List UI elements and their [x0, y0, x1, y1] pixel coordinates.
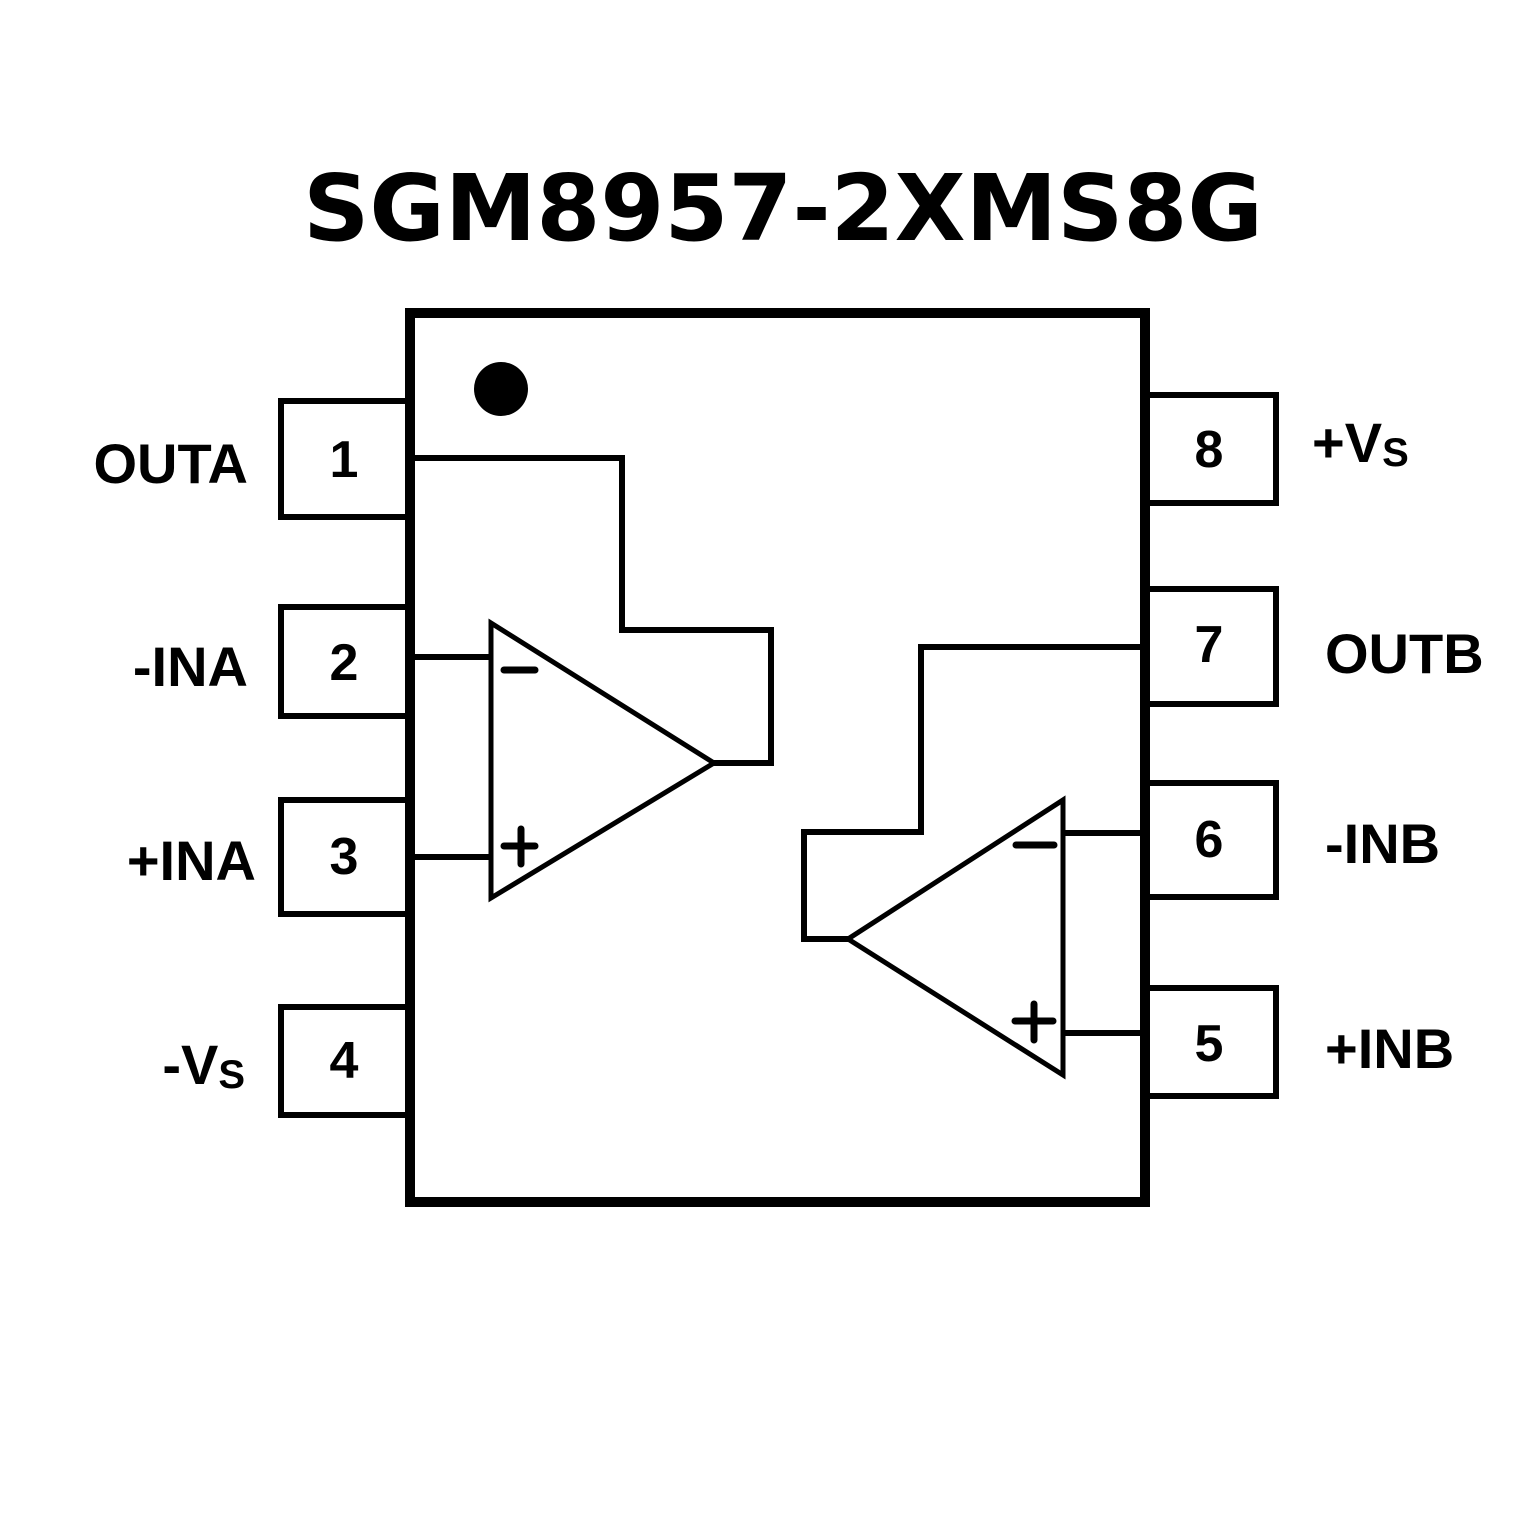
- pin-8: 8 +VS: [1139, 392, 1409, 506]
- pin-1-name: OUTA: [94, 432, 249, 495]
- pin-3-number: 3: [330, 828, 359, 886]
- pin-4-number: 4: [330, 1032, 359, 1090]
- pin-6-number: 6: [1195, 811, 1224, 869]
- pin-6-name: -INB: [1325, 812, 1440, 875]
- pin-8-name: +VS: [1312, 411, 1409, 475]
- pin-2-box: [278, 604, 414, 719]
- pin-1-number: 1: [330, 431, 359, 489]
- pin1-marker-dot-icon: [474, 362, 528, 416]
- pin-5: 5 +INB: [1139, 985, 1454, 1099]
- pin-8-number: 8: [1195, 421, 1224, 479]
- pin-5-number: 5: [1195, 1015, 1224, 1073]
- pin-3-name: +INA: [127, 829, 256, 892]
- pin-2: 2 -INA: [133, 604, 414, 719]
- pin-6-box: [1139, 780, 1279, 900]
- opamp-a-triangle: [488, 618, 719, 903]
- left-pins: 1 OUTA 2 -INA 3 +INA 4 -VS: [94, 398, 414, 1118]
- chip-body: [405, 308, 1150, 1207]
- opamp-a: [411, 455, 774, 903]
- chip-title: SGM8957-2XMS8G: [303, 155, 1263, 262]
- pin-5-name: +INB: [1325, 1017, 1454, 1080]
- pin-2-number: 2: [330, 634, 359, 692]
- opamp-a-output-wire: [411, 455, 774, 766]
- pin-7-name: OUTB: [1325, 622, 1484, 685]
- pin-3-box: [278, 797, 414, 917]
- pin-3: 3 +INA: [127, 797, 414, 917]
- pin-8-box: [1139, 392, 1279, 506]
- opamp-b: [801, 644, 1143, 1080]
- pin-2-name: -INA: [133, 635, 248, 698]
- pin-7: 7 OUTB: [1139, 586, 1484, 707]
- opamp-b-triangle: [843, 795, 1066, 1080]
- pin-1: 1 OUTA: [94, 398, 414, 520]
- pin-4: 4 -VS: [162, 1004, 414, 1118]
- pin-4-name: -VS: [162, 1033, 245, 1097]
- pin-7-number: 7: [1195, 616, 1224, 674]
- pin-1-box: [278, 398, 414, 520]
- right-pins: 8 +VS 7 OUTB 6 -INB 5 +INB: [1139, 392, 1484, 1099]
- pin-6: 6 -INB: [1139, 780, 1440, 900]
- opamp-b-output-wire: [801, 644, 1143, 942]
